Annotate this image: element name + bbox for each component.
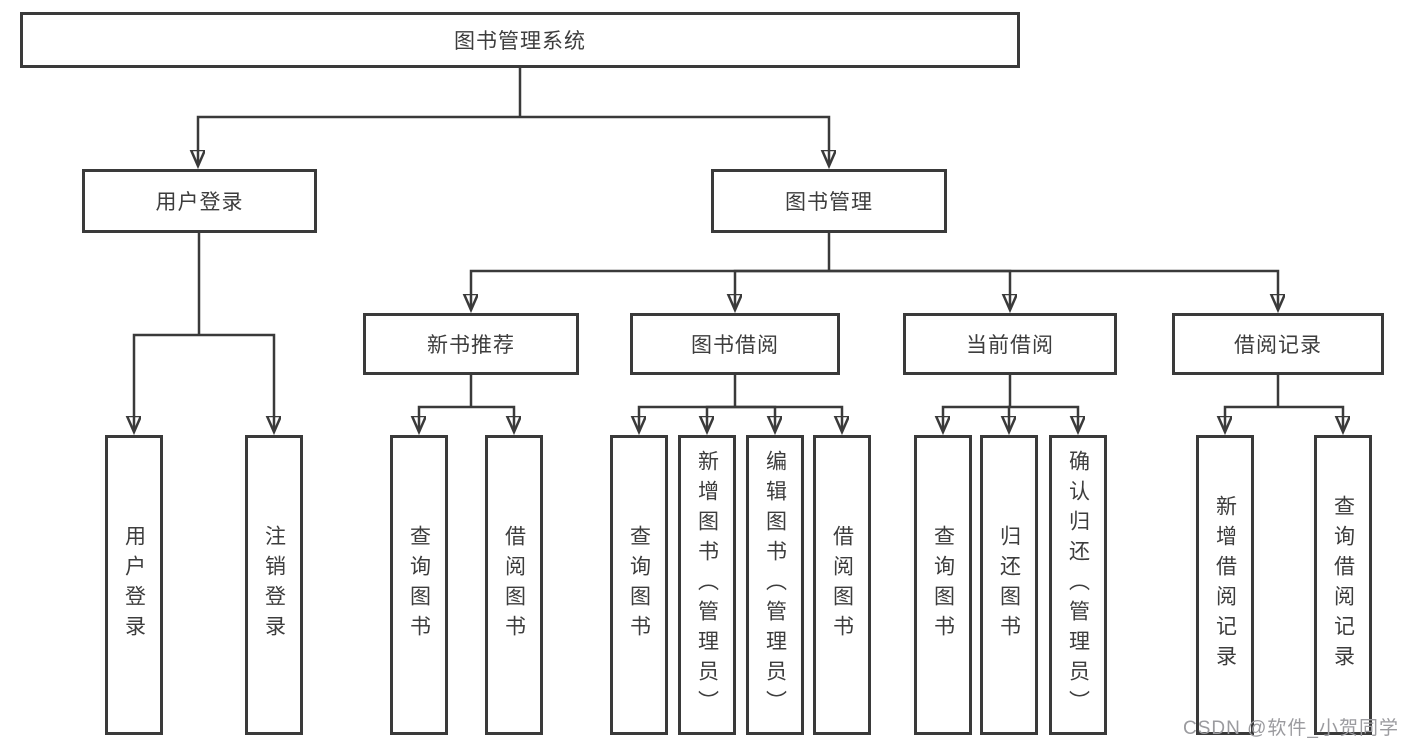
leaf-borrow-query-book: 查询图书 — [610, 435, 668, 735]
node-library-system-root: 图书管理系统 — [20, 12, 1020, 68]
leaf-recommend-query-book-label: 查询图书 — [407, 525, 431, 645]
node-current-borrowing: 当前借阅 — [903, 313, 1117, 375]
leaf-recommend-query-book: 查询图书 — [390, 435, 448, 735]
leaf-current-query-book: 查询图书 — [914, 435, 972, 735]
leaf-borrow-edit-book: 编辑图书（管理员） — [746, 435, 804, 735]
leaf-user-login: 用户登录 — [105, 435, 163, 735]
leaf-current-return-book-label: 归还图书 — [997, 525, 1021, 645]
leaf-record-query-record-label: 查询借阅记录 — [1331, 495, 1355, 675]
leaf-logout-login: 注销登录 — [245, 435, 303, 735]
leaf-current-return-book: 归还图书 — [980, 435, 1038, 735]
leaf-borrow-query-book-label: 查询图书 — [627, 525, 651, 645]
leaf-borrow-borrow-book: 借阅图书 — [813, 435, 871, 735]
leaf-current-query-book-label: 查询图书 — [931, 525, 955, 645]
node-book-borrowing: 图书借阅 — [630, 313, 840, 375]
leaf-borrow-add-book-label: 新增图书（管理员） — [695, 450, 719, 720]
leaf-record-add-record: 新增借阅记录 — [1196, 435, 1254, 735]
node-new-book-recommend: 新书推荐 — [363, 313, 579, 375]
node-user-login: 用户登录 — [82, 169, 317, 233]
leaf-record-add-record-label: 新增借阅记录 — [1213, 495, 1237, 675]
leaf-record-query-record: 查询借阅记录 — [1314, 435, 1372, 735]
leaf-logout-login-label: 注销登录 — [262, 525, 286, 645]
leaf-borrow-borrow-book-label: 借阅图书 — [830, 525, 854, 645]
leaf-current-confirm-return: 确认归还（管理员） — [1049, 435, 1107, 735]
leaf-recommend-borrow-book: 借阅图书 — [485, 435, 543, 735]
csdn-watermark: CSDN @软件_小贺同学 — [1183, 718, 1399, 739]
node-borrowing-records: 借阅记录 — [1172, 313, 1384, 375]
leaf-recommend-borrow-book-label: 借阅图书 — [502, 525, 526, 645]
leaf-user-login-label: 用户登录 — [122, 525, 146, 645]
node-book-management: 图书管理 — [711, 169, 947, 233]
leaf-borrow-edit-book-label: 编辑图书（管理员） — [763, 450, 787, 720]
leaf-current-confirm-return-label: 确认归还（管理员） — [1066, 450, 1090, 720]
leaf-borrow-add-book: 新增图书（管理员） — [678, 435, 736, 735]
